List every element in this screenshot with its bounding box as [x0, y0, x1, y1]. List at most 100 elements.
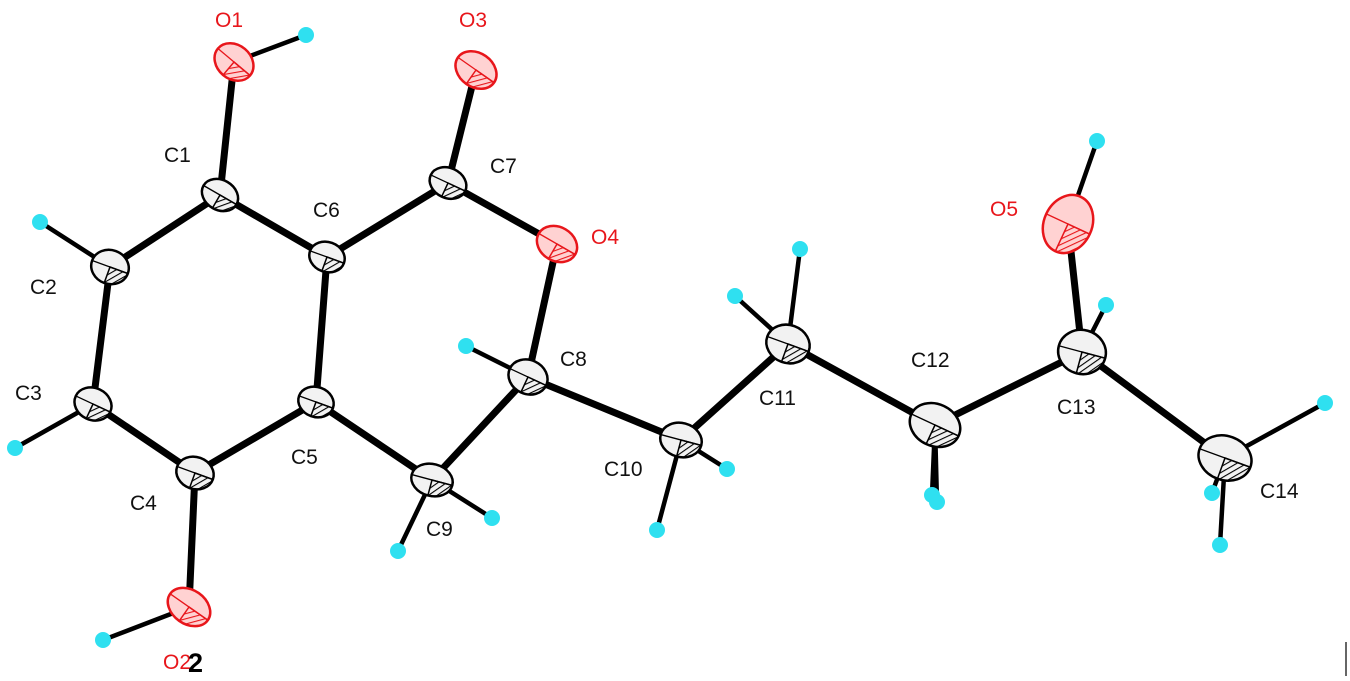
hydrogen-atom-on-c12 [929, 494, 945, 510]
atom-axis-c12 [911, 413, 959, 437]
bond-o1-c1 [216, 58, 238, 199]
atom-c1 [200, 177, 240, 213]
atom-label-c11: C11 [759, 387, 796, 410]
atom-label-o3: O3 [459, 9, 487, 32]
atom-axis-o4 [538, 232, 576, 256]
bond-o4-c8 [524, 240, 561, 381]
atom-c2 [89, 248, 131, 286]
atom-label-o1: O1 [215, 9, 243, 32]
atom-c10 [658, 421, 704, 459]
atom-label-c4: C4 [130, 492, 157, 515]
hydrogen-bond-layer [12, 32, 1328, 643]
bond-o3-c7 [444, 66, 480, 187]
bond-c4-o2 [185, 469, 199, 611]
atom-axis-o1 [217, 48, 251, 76]
atom-label-c12: C12 [911, 349, 950, 372]
bond-layer [89, 58, 1229, 611]
atom-label-c6: C6 [313, 199, 340, 222]
atom-axis-c4 [176, 465, 214, 481]
atom-c11 [765, 323, 811, 365]
atom-axis-c3 [75, 395, 111, 413]
atom-c13 [1056, 328, 1108, 376]
atom-axis-c14 [1199, 448, 1251, 468]
hydrogen-atom-on-c8 [458, 338, 474, 354]
atom-layer [7, 27, 1333, 648]
bond-c2-c3 [89, 263, 114, 408]
atom-octant-o5 [1054, 223, 1091, 254]
atom-o5 [1041, 193, 1095, 255]
atom-axis-c10 [660, 433, 702, 447]
hydrogen-atom-on-o5 [1089, 133, 1105, 149]
atom-label-c7: C7 [490, 155, 517, 178]
atom-label-c8: C8 [560, 348, 587, 371]
bond-c8-c10 [524, 373, 685, 444]
hydrogen-atom-on-o1 [298, 27, 314, 43]
atom-axis-c1 [203, 184, 237, 206]
atom-axis-o3 [457, 56, 495, 84]
atom-axis-c11 [767, 335, 809, 353]
atom-octant-c13 [1075, 351, 1107, 375]
hydrogen-atom-on-c14 [1317, 395, 1333, 411]
atom-axis-c6 [309, 250, 345, 264]
atom-label-c13: C13 [1057, 396, 1096, 419]
atom-o1 [213, 41, 255, 83]
atom-label-c14: C14 [1260, 480, 1299, 503]
bond-c11-c12 [784, 340, 939, 429]
atom-octant-c14 [1216, 457, 1252, 482]
bond-c9-c5 [312, 398, 436, 484]
atom-c14 [1197, 434, 1253, 482]
hydrogen-atom-on-o2 [95, 632, 111, 648]
hydrogen-atom-on-c9 [484, 510, 500, 526]
atom-axis-o2 [169, 593, 209, 621]
hydrogen-atom-on-c3 [7, 440, 23, 456]
hydrogen-atom-on-c10 [719, 461, 735, 477]
atom-c12 [908, 401, 962, 449]
atom-axis-c9 [411, 473, 453, 487]
atom-label-c5: C5 [291, 446, 318, 469]
atom-axis-c2 [91, 259, 129, 275]
atom-o4 [535, 224, 579, 264]
bond-c4-c5 [191, 398, 320, 477]
atom-c5 [297, 385, 335, 419]
atom-axis-c7 [430, 174, 466, 192]
atom-axis-c13 [1058, 345, 1106, 359]
atom-label-o4: O4 [591, 226, 619, 249]
atom-c7 [428, 165, 468, 201]
bond-c10-c11 [677, 340, 792, 444]
hydrogen-atom-on-c11 [792, 241, 808, 257]
atom-label-c10: C10 [604, 458, 643, 481]
atom-c3 [73, 386, 113, 422]
atom-axis-c5 [298, 395, 334, 409]
atom-axis-o5 [1045, 213, 1091, 235]
atom-c8 [507, 358, 549, 396]
atom-o2 [166, 586, 212, 628]
atom-c4 [175, 455, 215, 491]
atom-label-c9: C9 [426, 518, 453, 541]
hydrogen-atom-on-c9 [390, 543, 406, 559]
atom-o3 [454, 49, 498, 91]
bond-c3-c4 [89, 400, 199, 477]
compound-number: 2 [188, 648, 203, 678]
atom-octant-c12 [925, 424, 960, 448]
atom-label-c3: C3 [15, 382, 42, 405]
bond-c1-c2 [106, 191, 224, 271]
hydrogen-atom-on-c11 [727, 288, 743, 304]
atom-label-o5: O5 [990, 198, 1018, 221]
bond-c6-c7 [323, 179, 452, 261]
atom-octant-o2 [178, 605, 209, 627]
atom-label-o2: O2 [163, 651, 191, 674]
atom-label-c2: C2 [30, 276, 57, 299]
hydrogen-atom-on-c14 [1212, 537, 1228, 553]
hydrogen-atom-on-c10 [649, 522, 665, 538]
bond-c1-c6 [216, 191, 331, 261]
hydrogen-atom-on-c13 [1098, 297, 1114, 313]
bond-c12-c13 [931, 348, 1086, 429]
bond-c5-c6 [312, 253, 331, 406]
atom-axis-c8 [509, 367, 547, 387]
hydrogen-atom-on-c2 [32, 214, 48, 230]
bond-c8-c9 [428, 373, 532, 484]
atom-c9 [410, 462, 454, 498]
atom-label-c1: C1 [164, 144, 191, 167]
